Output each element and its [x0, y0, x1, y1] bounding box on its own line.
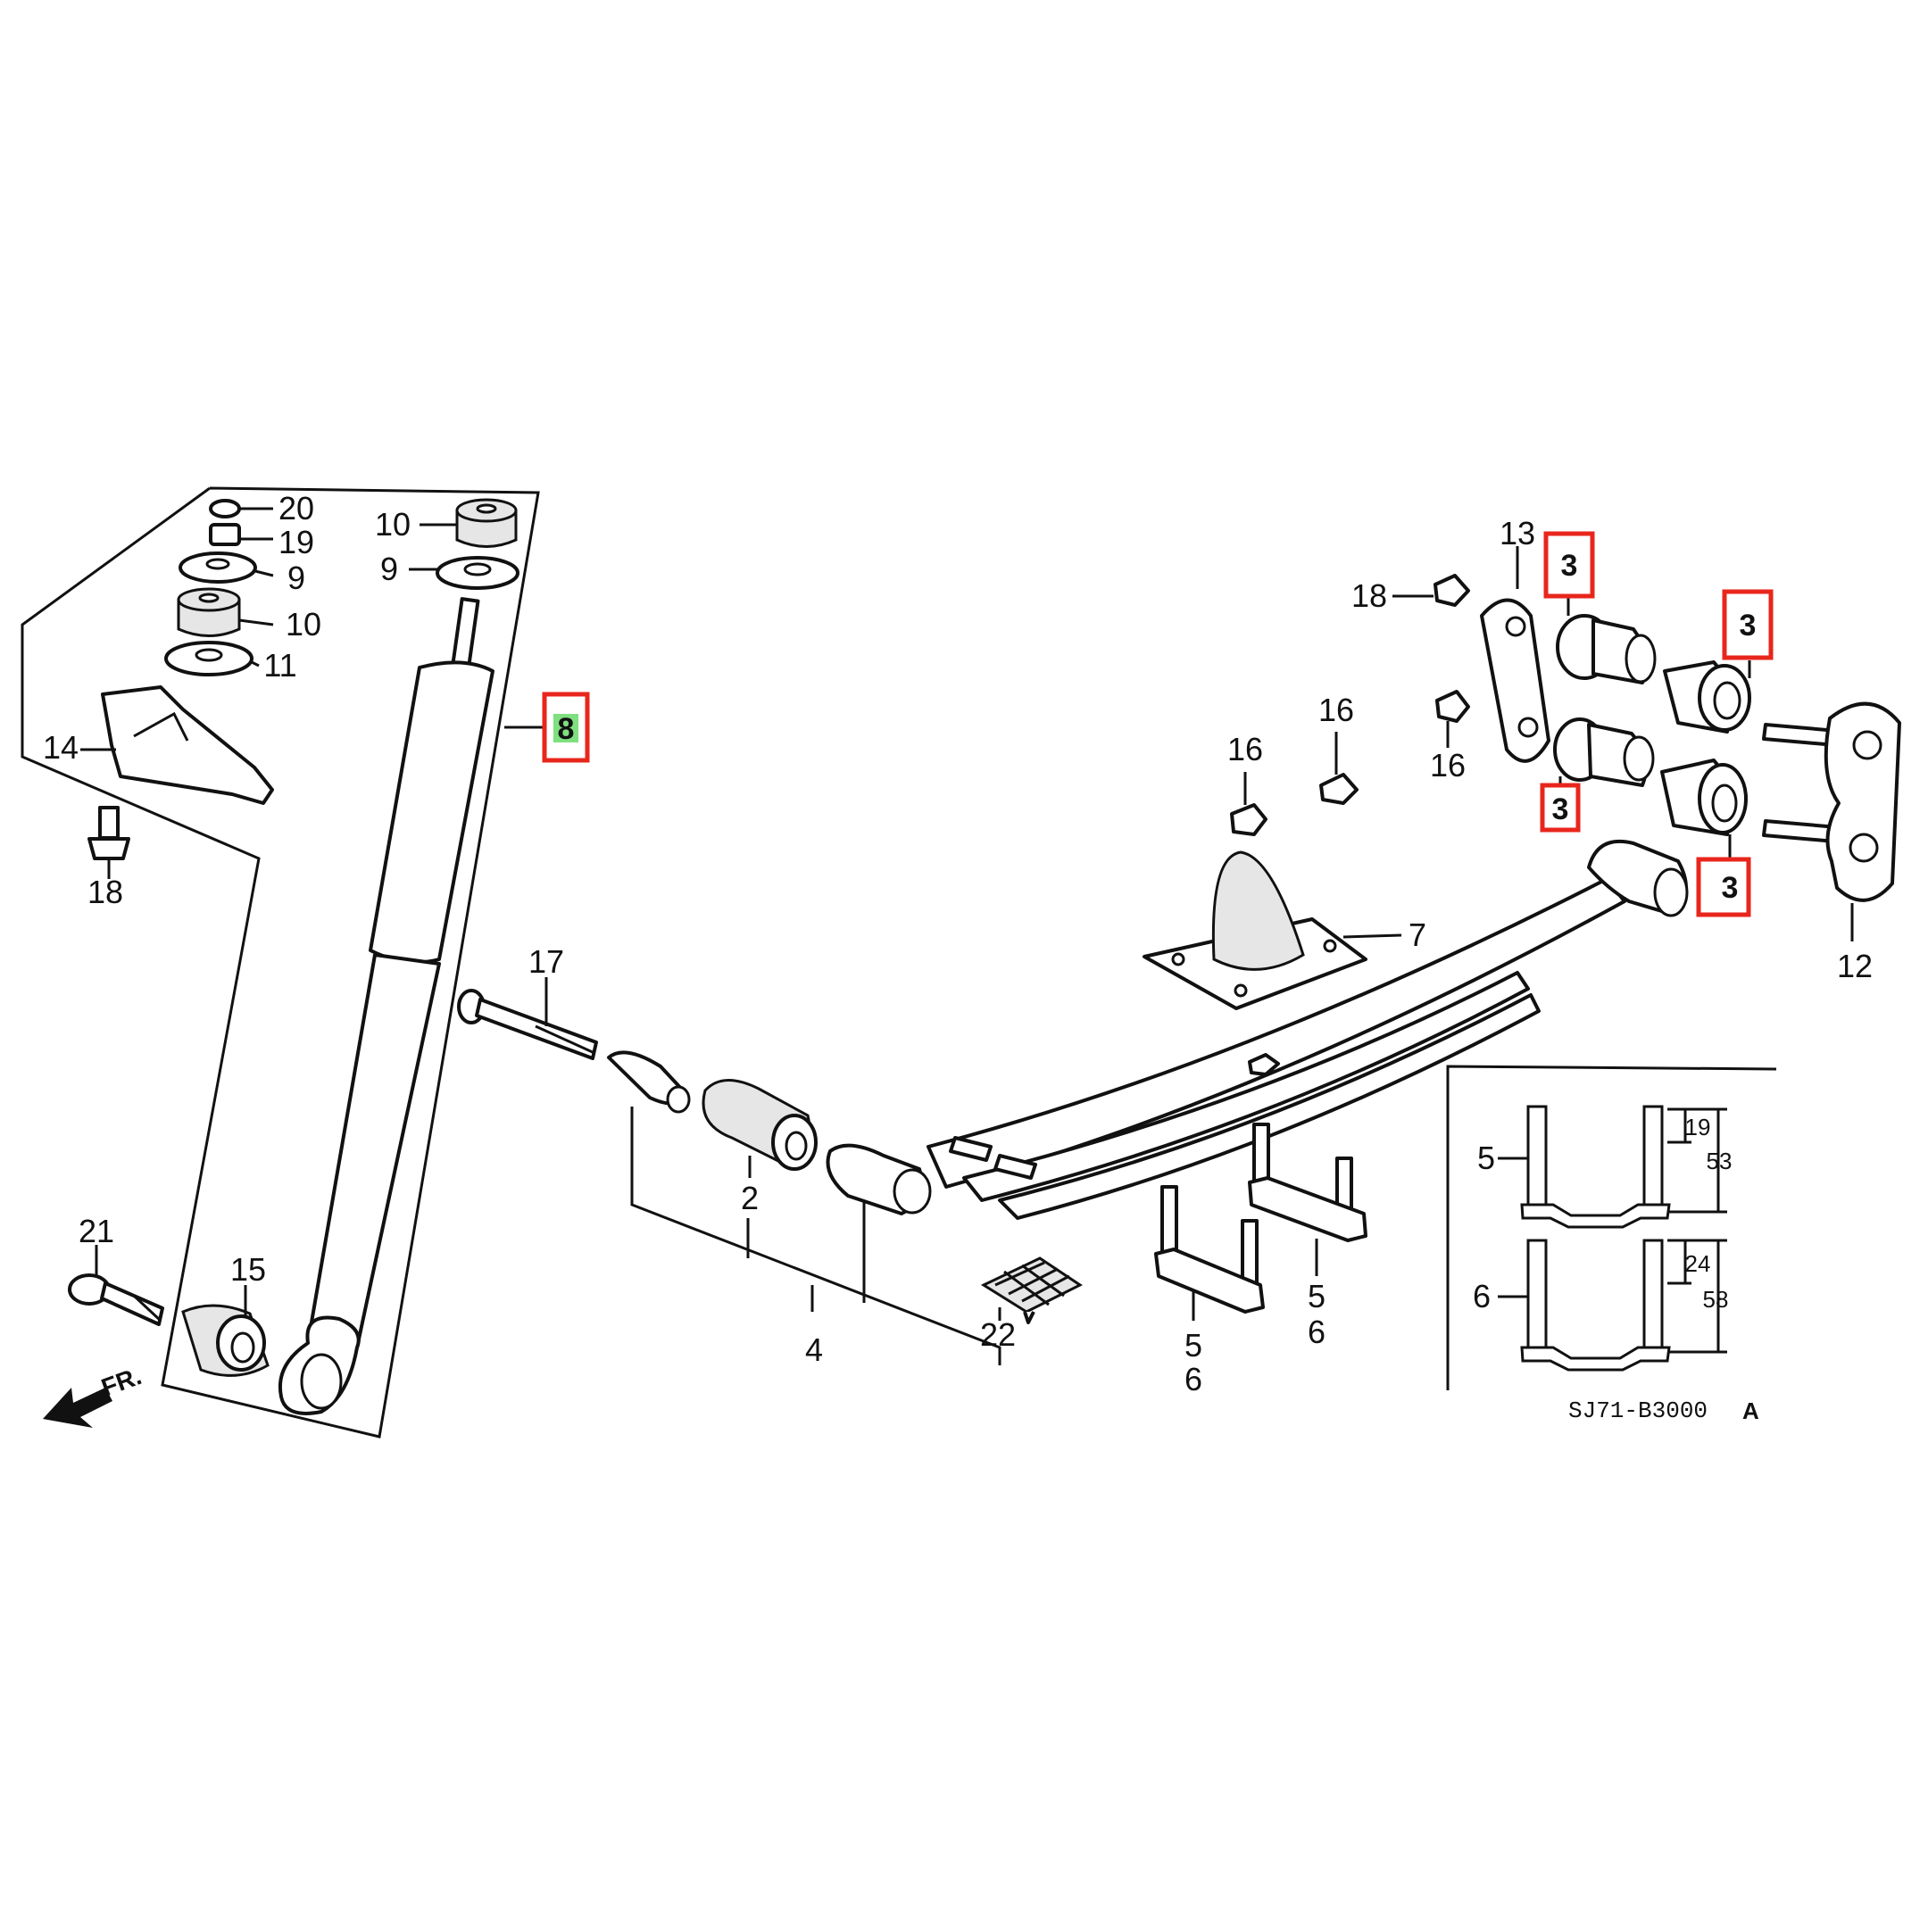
nut-icon	[209, 499, 241, 518]
label-16b: 16	[1318, 692, 1354, 728]
label-9b: 9	[380, 551, 398, 587]
label-20: 20	[278, 490, 314, 527]
label-6b: 6	[1308, 1314, 1326, 1350]
inset-dim6-long: 58	[1703, 1286, 1729, 1313]
top-rubber-bushing-icon	[455, 498, 518, 548]
shackle-bushing-c-icon	[1553, 717, 1655, 787]
front-arrow-icon	[43, 1388, 112, 1428]
collar-icon	[607, 1050, 691, 1114]
shackle-plate-icon	[1480, 598, 1550, 763]
label-3c[interactable]: 3	[1552, 792, 1569, 826]
shackle-icon	[1762, 701, 1901, 902]
label-4: 4	[805, 1331, 823, 1368]
shock-absorber-icon	[278, 597, 494, 1415]
direction-label: FR.	[97, 1362, 145, 1402]
front-bushing-icon	[702, 1079, 818, 1171]
label-2: 2	[741, 1180, 759, 1216]
selected-fill-8	[553, 714, 578, 742]
label-19: 19	[278, 524, 314, 560]
inset-bolt6-label: 6	[1473, 1278, 1491, 1314]
label-5a: 5	[1184, 1327, 1202, 1364]
label-21: 21	[79, 1213, 114, 1249]
mount-bracket-icon	[101, 685, 274, 805]
highlight-box-3c[interactable]	[1540, 783, 1581, 833]
label-13: 13	[1500, 515, 1535, 551]
label-3d[interactable]: 3	[1722, 871, 1739, 905]
nut-16a-icon	[1230, 803, 1267, 836]
inset-dim5-long: 53	[1707, 1148, 1733, 1174]
shackle-bushing-a-icon	[1556, 614, 1657, 684]
top-washer-icon	[436, 556, 519, 590]
label-11: 11	[263, 647, 296, 684]
label-5b: 5	[1308, 1278, 1326, 1314]
label-9a: 9	[287, 560, 305, 596]
nut-18b-icon	[1434, 574, 1470, 607]
label-16c: 16	[1430, 747, 1466, 784]
u-bolt-5-detail-icon	[1520, 1105, 1671, 1229]
shock-group-frame	[21, 486, 540, 1439]
spring-bolt-icon	[457, 989, 598, 1060]
label-18b: 18	[1351, 577, 1387, 614]
nut-16c-icon	[1435, 690, 1470, 723]
washer-lower-icon	[164, 641, 253, 676]
label-18a: 18	[87, 874, 123, 910]
leaf-spring-icon	[826, 839, 1689, 1220]
washer-upper-icon	[179, 551, 257, 584]
diagram-code-suffix: A	[1742, 1397, 1759, 1424]
highlight-box-8[interactable]	[542, 692, 590, 763]
label-6a: 6	[1184, 1361, 1202, 1397]
label-10a: 10	[286, 606, 321, 643]
shackle-bushing-d-icon	[1660, 759, 1748, 836]
label-15: 15	[230, 1251, 266, 1288]
highlight-box-3a[interactable]	[1543, 531, 1595, 599]
highlight-box-3b[interactable]	[1722, 589, 1774, 660]
label-3a[interactable]: 3	[1561, 549, 1578, 583]
lower-bushing-icon	[181, 1304, 270, 1377]
shackle-bushing-b-icon	[1663, 660, 1751, 734]
inset-bolt5-label: 5	[1477, 1140, 1495, 1176]
label-22: 22	[980, 1316, 1016, 1353]
lower-bolt-icon	[68, 1273, 164, 1326]
label-7: 7	[1409, 916, 1426, 953]
diagram-code: SJ71-B3000	[1568, 1397, 1708, 1424]
inset-dim6-short: 24	[1685, 1250, 1711, 1277]
highlight-box-3d[interactable]	[1696, 857, 1751, 917]
label-3b[interactable]: 3	[1740, 609, 1757, 643]
rubber-bushing-icon	[177, 587, 241, 637]
inset-dim5-short: 19	[1685, 1114, 1711, 1140]
lock-nut-icon	[209, 523, 241, 546]
label-17: 17	[528, 943, 564, 980]
label-8[interactable]: 8	[558, 712, 575, 746]
label-16a: 16	[1227, 731, 1263, 767]
label-14: 14	[43, 729, 79, 766]
spring-pad-icon	[980, 1256, 1083, 1324]
label-10b: 10	[375, 506, 411, 543]
u-bolt-6-detail-icon	[1520, 1239, 1671, 1372]
bracket-bolt-icon	[87, 806, 130, 860]
label-12: 12	[1837, 948, 1873, 984]
bump-stop-icon	[1143, 850, 1367, 1010]
inset-frame	[1446, 1065, 1777, 1390]
u-bolt-a-icon	[1248, 1123, 1367, 1242]
u-bolt-b-icon	[1154, 1185, 1265, 1314]
nut-16b-icon	[1319, 773, 1359, 805]
